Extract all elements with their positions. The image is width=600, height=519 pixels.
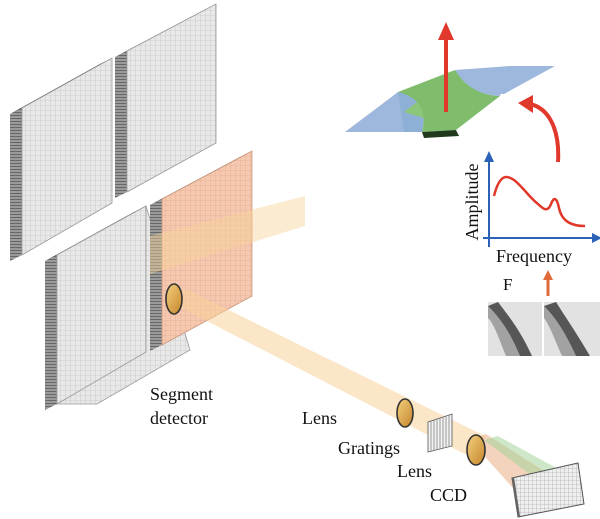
segment-detector-label-2: detector (150, 408, 208, 428)
detector-panel-top-left (10, 57, 113, 261)
light-beam-ccd-green (484, 436, 560, 482)
gratings-label: Gratings (338, 438, 400, 458)
y-axis-label: Amplitude (462, 163, 482, 240)
lens-1-icon (396, 398, 414, 428)
fourier-arrow-icon (543, 270, 553, 296)
detector-lens-icon (165, 283, 183, 315)
ccd-sensor-icon (511, 462, 585, 518)
fringe-images (488, 302, 600, 356)
output-arrow-icon (438, 22, 454, 112)
lens-1-label: Lens (302, 408, 337, 428)
lens-2-label: Lens (397, 461, 432, 481)
spectrum-plot: Amplitude Frequency (462, 151, 600, 266)
beam-plane (150, 196, 305, 274)
phase-plates (345, 66, 555, 138)
segment-detector (10, 3, 253, 410)
curved-arrow-icon (518, 95, 561, 163)
ccd-label: CCD (430, 485, 467, 505)
detector-panel-top-right (115, 3, 217, 198)
lens-2-icon (466, 434, 486, 466)
x-axis-label: Frequency (496, 246, 572, 266)
amplitude-curve (492, 175, 586, 228)
fourier-label: F (503, 275, 512, 294)
gratings-icon (427, 413, 453, 453)
segment-detector-label-1: Segment (150, 384, 213, 404)
